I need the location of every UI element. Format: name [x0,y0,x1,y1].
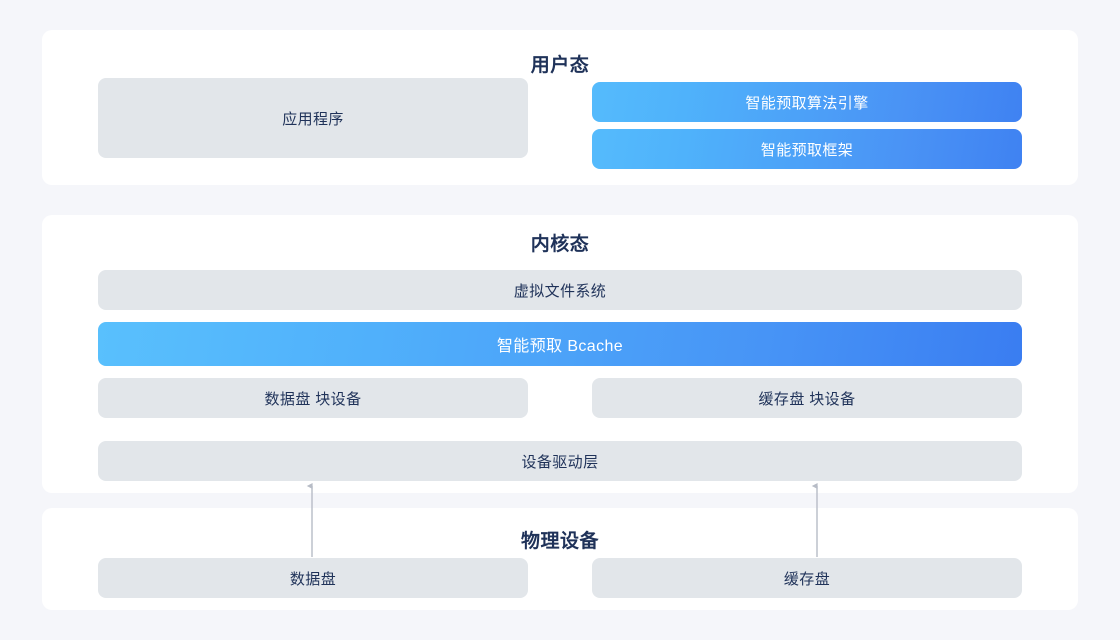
box-virtual-file-system[interactable]: 虚拟文件系统 [98,270,1022,310]
box-data-block-device[interactable]: 数据盘 块设备 [98,378,528,418]
box-cache-disk[interactable]: 缓存盘 [592,558,1022,598]
box-cache-block-device[interactable]: 缓存盘 块设备 [592,378,1022,418]
box-data-disk[interactable]: 数据盘 [98,558,528,598]
user-mode-panel: 用户态 应用程序 智能预取算法引擎 智能预取框架 [42,30,1078,185]
box-bcache[interactable]: 智能预取 Bcache [98,322,1022,366]
box-application[interactable]: 应用程序 [98,78,528,158]
user-mode-title: 用户态 [530,55,590,76]
box-device-driver-layer[interactable]: 设备驱动层 [98,441,1022,481]
physical-device-title: 物理设备 [520,531,599,552]
box-algorithm-engine[interactable]: 智能预取算法引擎 [592,82,1022,122]
kernel-mode-title: 内核态 [530,234,590,255]
kernel-mode-panel: 内核态 虚拟文件系统 智能预取 Bcache 数据盘 块设备 缓存盘 块设备 设… [42,215,1078,493]
physical-device-panel: 物理设备 数据盘 缓存盘 [42,508,1078,610]
box-prefetch-framework[interactable]: 智能预取框架 [592,129,1022,169]
